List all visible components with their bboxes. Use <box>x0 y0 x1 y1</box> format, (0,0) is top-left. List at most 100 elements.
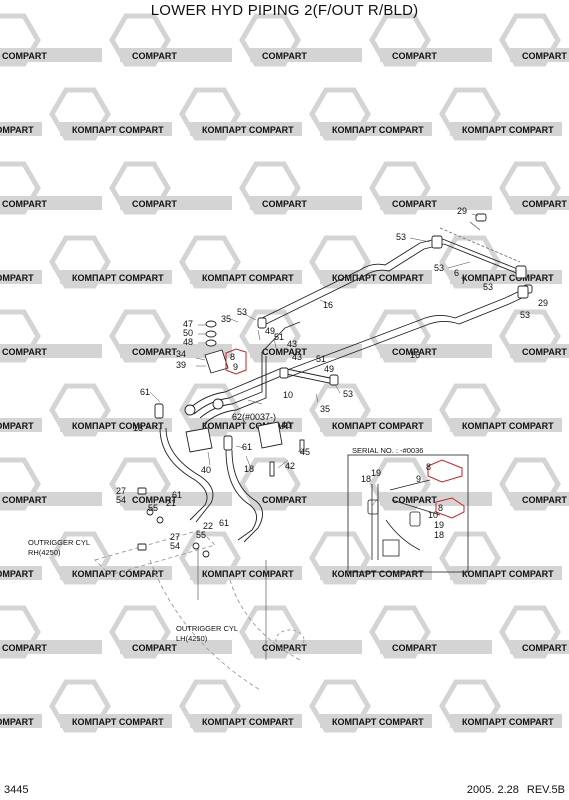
callout-50: 50 <box>183 328 193 338</box>
watermark-tile: COMPART <box>369 309 492 363</box>
callout-55: 55 <box>196 530 206 540</box>
highlight-markers <box>225 348 465 519</box>
watermark-tile: COMPART <box>499 161 569 215</box>
watermark-tile: КОМПАРТ COMPART <box>439 383 562 437</box>
watermark-logo-icon <box>309 235 371 289</box>
watermark-tile: COMPART <box>369 13 492 67</box>
watermark-text: КОМПАРТ COMPART <box>332 717 424 727</box>
watermark-text: КОМПАРТ COMPART <box>72 717 164 727</box>
watermark-text: КОМПАРТ COMPART <box>462 421 554 431</box>
callout-49: 49 <box>265 326 275 336</box>
callout-61: 61 <box>140 387 150 397</box>
callout-8: 8 <box>438 503 443 513</box>
leader-lines <box>146 213 479 507</box>
watermark-text: COMPART <box>132 199 177 209</box>
watermark-tile: КОМПАРТ COMPART <box>309 679 432 733</box>
watermark-logo-icon <box>0 309 41 363</box>
watermark-text: КОМПАРТ COMPART <box>72 569 164 579</box>
watermark-tile: COMPART <box>369 605 492 659</box>
callout-34: 34 <box>176 349 186 359</box>
watermark-tile: КОМПАРТ COMPART <box>179 679 302 733</box>
clamp-34-icon <box>204 349 229 374</box>
callout-51: 51 <box>316 354 326 364</box>
watermark-text: КОМПАРТ COMPART <box>332 125 424 135</box>
watermark-text: КОМПАРТ COMPART <box>0 569 34 579</box>
watermark-text: COMPART <box>132 51 177 61</box>
watermark-tile: COMPART <box>369 161 492 215</box>
highlight-8-9-main <box>225 348 247 375</box>
watermark-logo-icon <box>439 383 501 437</box>
watermark-logo-icon <box>0 161 41 215</box>
page-number: 3445 <box>4 784 29 796</box>
watermark-tile: КОМПАРТ COMPART <box>0 566 42 580</box>
watermark-text: КОМПАРТ COMPART <box>462 717 554 727</box>
watermark-logo-icon <box>499 309 561 363</box>
watermark-text: COMPART <box>2 643 47 653</box>
watermark-text: КОМПАРТ COMPART <box>202 125 294 135</box>
watermark-tile: COMPART <box>0 13 102 67</box>
watermark-text: COMPART <box>522 643 567 653</box>
callout-18: 18 <box>133 423 143 433</box>
watermark-logo-icon <box>439 235 501 289</box>
watermark-text: КОМПАРТ COMPART <box>72 125 164 135</box>
watermark-logo-icon <box>369 13 431 67</box>
watermark-text: COMPART <box>522 199 567 209</box>
watermark-text: COMPART <box>2 199 47 209</box>
watermark-tile: COMPART <box>499 605 569 659</box>
watermark-tile: COMPART <box>239 309 362 363</box>
watermark-text: COMPART <box>392 495 437 505</box>
callout-9: 9 <box>233 362 238 372</box>
watermark-tile: COMPART <box>0 161 102 215</box>
watermark-logo-icon <box>49 87 111 141</box>
watermark-logo-icon <box>49 679 111 733</box>
watermark-logo-icon <box>49 531 111 585</box>
callout-35: 35 <box>320 404 330 414</box>
watermark-logo-icon <box>239 605 301 659</box>
watermark-logo-icon <box>499 161 561 215</box>
watermark-logo-icon <box>109 309 171 363</box>
watermark-logo-icon <box>109 161 171 215</box>
callout-19: 19 <box>371 468 381 478</box>
watermark-logo-icon <box>0 13 41 67</box>
watermark-logo-icon <box>369 605 431 659</box>
callout-27: 27 <box>116 486 126 496</box>
watermark-logo-icon <box>179 531 241 585</box>
callout-8: 8 <box>426 462 431 472</box>
outrigger-rh-size: RH(4250) <box>28 548 61 557</box>
watermark-text: КОМПАРТ COMPART <box>462 569 554 579</box>
callout-16: 16 <box>323 300 333 310</box>
watermark-text: КОМПАРТ COMPART <box>0 421 34 431</box>
bolt-42-icon <box>269 461 275 477</box>
watermark-text: COMPART <box>522 495 567 505</box>
outrigger-lh-label: OUTRIGGER CYL <box>176 624 238 633</box>
fittings <box>137 213 533 558</box>
watermark-tile: COMPART <box>239 605 362 659</box>
watermark-tile: COMPART <box>499 309 569 363</box>
callout-35: 35 <box>221 314 231 324</box>
callout-8: 8 <box>230 352 235 362</box>
revision-code: REV.5B <box>526 784 565 796</box>
callout-53: 53 <box>343 389 353 399</box>
watermark-tile: КОМПАРТ COMPART <box>439 679 562 733</box>
hose-lines <box>94 221 527 691</box>
watermark-logo-icon <box>499 13 561 67</box>
bracket-40-icon <box>185 427 213 453</box>
watermark-text: COMPART <box>262 347 307 357</box>
watermark-text: COMPART <box>132 347 177 357</box>
callout-19: 19 <box>434 520 444 530</box>
callout-40: 40 <box>281 420 291 430</box>
callout-18: 18 <box>434 530 444 540</box>
watermark-tile: COMPART <box>369 457 492 511</box>
watermark-tile: КОМПАРТ COMPART <box>0 270 42 284</box>
callout-61: 61 <box>242 442 252 452</box>
watermark-tile: КОМПАРТ COMPART <box>439 235 562 289</box>
callout-21: 21 <box>166 498 176 508</box>
watermark-text: КОМПАРТ COMPART <box>72 421 164 431</box>
watermark-logo-icon <box>369 457 431 511</box>
watermark-text: КОМПАРТ COMPART <box>202 569 294 579</box>
callout-7: 7 <box>461 276 466 286</box>
watermark-text: КОМПАРТ COMPART <box>0 125 34 135</box>
highlight-8-10-inset <box>435 497 465 519</box>
outrigger-lh-size: LH(4250) <box>176 634 208 643</box>
callout-54: 54 <box>170 541 180 551</box>
